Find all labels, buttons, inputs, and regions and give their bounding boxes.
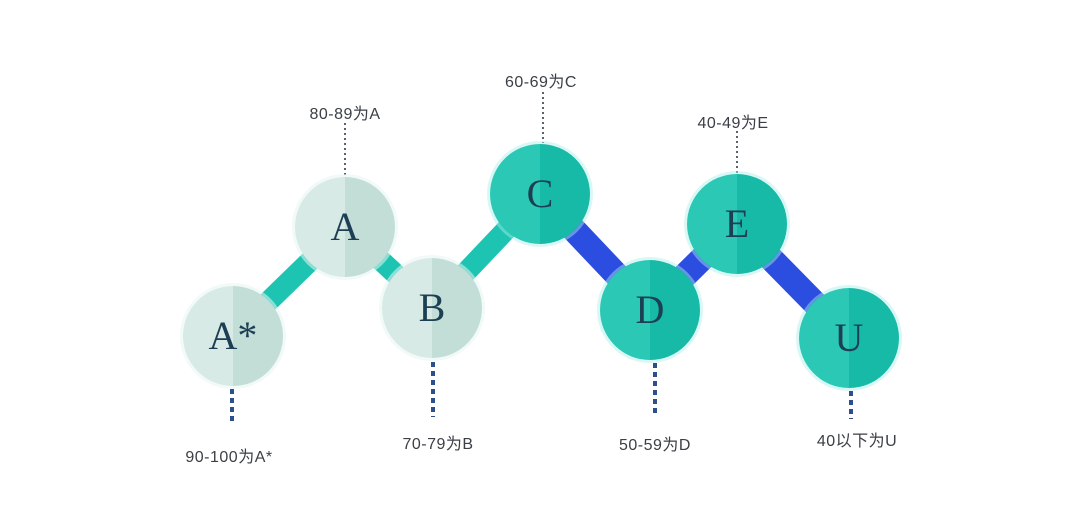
node-a-star-letter: A* (208, 313, 258, 358)
caption-b: 70-79为B (402, 436, 474, 453)
node-b-letter: B (418, 285, 446, 330)
node-c: C (490, 144, 590, 244)
node-d-letter: D (635, 287, 665, 332)
node-a-star: A* (183, 286, 283, 386)
caption-c: 60-69为C (505, 74, 577, 91)
node-b: B (382, 258, 482, 358)
leader-line-b-bottom (431, 362, 435, 417)
leader-line-d-bottom (653, 363, 657, 415)
node-a-letter: A (330, 204, 360, 249)
node-a: A (295, 177, 395, 277)
leader-line-e-top (736, 131, 738, 173)
leader-line-a-top (344, 123, 346, 176)
leader-line-c-top (542, 92, 544, 143)
caption-a: 80-89为A (309, 106, 381, 123)
node-d: D (600, 260, 700, 360)
leader-line-u-bottom (849, 391, 853, 419)
node-c-letter: C (526, 171, 554, 216)
node-u-letter: U (834, 315, 864, 360)
caption-u: 40以下为U (816, 433, 898, 450)
leader-line-astar-bottom (230, 389, 234, 421)
node-e-letter: E (724, 201, 750, 246)
caption-d: 50-59为D (619, 437, 691, 454)
caption-a-star: 90-100为A* (185, 449, 273, 466)
node-e: E (687, 174, 787, 274)
caption-e: 40-49为E (697, 115, 769, 132)
node-u: U (799, 288, 899, 388)
